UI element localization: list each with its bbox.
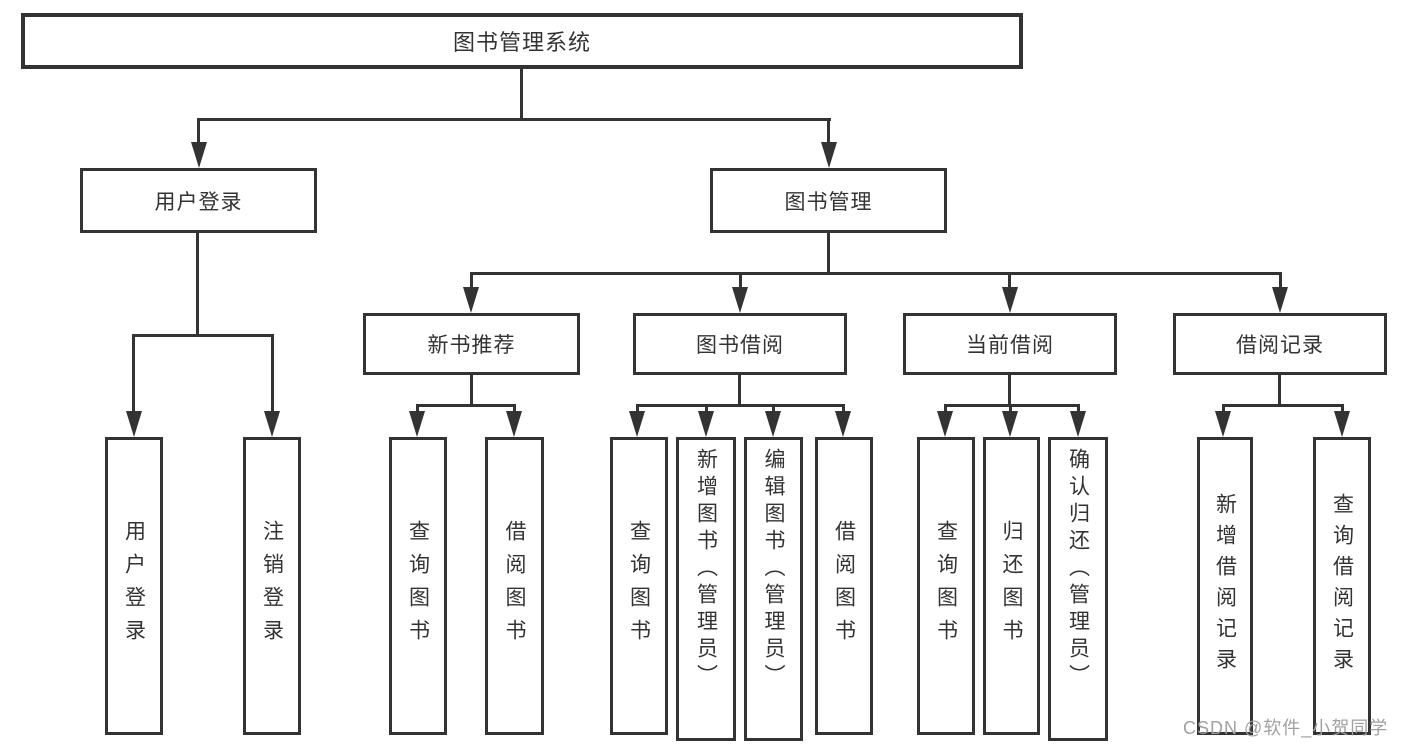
arrow-down-icon — [1002, 287, 1018, 313]
connector-root-vline — [520, 69, 523, 120]
arrow-down-icon — [264, 411, 280, 437]
connector-stem — [513, 404, 516, 416]
arrow-down-icon — [821, 142, 837, 168]
leaf-bb-edit-books-admin-label: 编辑图书（管理员） — [762, 448, 785, 691]
connector-stem — [132, 334, 135, 416]
node-book-management: 图书管理 — [710, 168, 947, 233]
arrow-down-icon — [506, 411, 522, 437]
leaf-logout-label: 注销登录 — [260, 520, 284, 652]
connector-userlogin-hline — [132, 334, 274, 337]
arrow-down-icon — [629, 411, 645, 437]
arrow-down-icon — [1002, 411, 1018, 437]
connector-stem — [827, 118, 830, 150]
connector-stem — [842, 404, 845, 416]
connector-stem — [739, 272, 742, 290]
connector-stem — [1077, 404, 1080, 416]
connector-stem — [1341, 404, 1344, 416]
node-user-login: 用户登录 — [80, 168, 317, 233]
connector-currentborrow-hline — [944, 404, 1080, 407]
node-new-book-recommendation: 新书推荐 — [363, 313, 580, 375]
connector-stem — [1008, 272, 1011, 290]
connector-bookborrow-hline — [636, 404, 845, 407]
leaf-nb-query-books: 查询图书 — [389, 437, 447, 735]
connector-stem — [470, 272, 473, 290]
leaf-user-login: 用户登录 — [105, 437, 163, 735]
arrow-down-icon — [191, 142, 207, 168]
node-new-book-recommendation-label: 新书推荐 — [427, 334, 516, 357]
node-root: 图书管理系统 — [21, 13, 1023, 69]
leaf-cb-query-books: 查询图书 — [917, 437, 975, 735]
connector-newbook-vline — [470, 374, 473, 407]
leaf-bb-edit-books-admin: 编辑图书（管理员） — [744, 437, 803, 741]
connector-stem — [944, 404, 947, 416]
leaf-bb-add-books-admin-label: 新增图书（管理员） — [694, 448, 718, 691]
leaf-user-login-label: 用户登录 — [122, 520, 146, 652]
arrow-down-icon — [126, 411, 142, 437]
connector-borrowrecords-vline — [1278, 375, 1281, 407]
node-current-borrowing: 当前借阅 — [903, 313, 1117, 375]
arrow-down-icon — [463, 287, 479, 313]
leaf-bb-query-books: 查询图书 — [610, 437, 668, 735]
connector-stem — [705, 404, 708, 416]
node-book-borrowing-label: 图书借阅 — [696, 334, 784, 357]
arrow-down-icon — [698, 411, 714, 437]
arrow-down-icon — [1334, 411, 1350, 437]
connector-userlogin-vline — [196, 231, 199, 337]
leaf-bb-borrow-books-label: 借阅图书 — [832, 520, 856, 652]
connector-stem — [1009, 404, 1012, 416]
arrow-down-icon — [1272, 287, 1288, 313]
connector-stem — [416, 404, 419, 416]
arrow-down-icon — [409, 411, 425, 437]
leaf-br-query-record-label: 查询借阅记录 — [1330, 493, 1354, 679]
connector-stem — [271, 334, 274, 416]
arrow-down-icon — [1070, 411, 1086, 437]
leaf-cb-return-books-label: 归还图书 — [1000, 520, 1023, 652]
connector-currentborrow-vline — [1008, 375, 1011, 407]
arrow-down-icon — [835, 411, 851, 437]
connector-stem — [1222, 404, 1225, 416]
connector-newbook-hline — [416, 404, 516, 407]
connector-bookborrow-vline — [738, 375, 741, 407]
leaf-br-add-record-label: 新增借阅记录 — [1213, 493, 1237, 679]
node-current-borrowing-label: 当前借阅 — [966, 334, 1054, 357]
node-book-management-label: 图书管理 — [784, 190, 873, 214]
connector-bookmgmt-vline — [827, 231, 830, 274]
leaf-nb-query-books-label: 查询图书 — [406, 520, 430, 652]
leaf-br-query-record: 查询借阅记录 — [1313, 437, 1371, 735]
arrow-down-icon — [937, 411, 953, 437]
node-user-login-label: 用户登录 — [154, 190, 243, 214]
leaf-bb-borrow-books: 借阅图书 — [815, 437, 873, 735]
connector-stem — [636, 404, 639, 416]
leaf-cb-confirm-return-admin-label: 确认归还（管理员） — [1066, 448, 1090, 691]
node-borrowing-records-label: 借阅记录 — [1236, 334, 1324, 357]
node-borrowing-records: 借阅记录 — [1173, 313, 1387, 375]
connector-borrowrecords-hline — [1222, 404, 1344, 407]
leaf-nb-borrow-books-label: 借阅图书 — [503, 520, 526, 652]
leaf-br-add-record: 新增借阅记录 — [1197, 437, 1253, 735]
connector-bookmgmt-hline — [470, 272, 1282, 275]
leaf-bb-query-books-label: 查询图书 — [627, 520, 651, 652]
leaf-bb-add-books-admin: 新增图书（管理员） — [676, 437, 736, 741]
connector-stem — [1279, 272, 1282, 290]
leaf-nb-borrow-books: 借阅图书 — [485, 437, 544, 735]
csdn-watermark: CSDN @软件_小贺同学 — [1183, 718, 1389, 738]
connector-root-hline — [197, 118, 831, 121]
leaf-logout: 注销登录 — [243, 437, 301, 735]
arrow-down-icon — [765, 411, 781, 437]
leaf-cb-return-books: 归还图书 — [983, 437, 1040, 735]
leaf-cb-query-books-label: 查询图书 — [934, 520, 958, 652]
connector-stem — [197, 118, 200, 150]
arrow-down-icon — [732, 287, 748, 313]
connector-stem — [772, 404, 775, 416]
arrow-down-icon — [1215, 411, 1231, 437]
node-root-label: 图书管理系统 — [452, 30, 591, 55]
leaf-cb-confirm-return-admin: 确认归还（管理员） — [1048, 437, 1108, 741]
node-book-borrowing: 图书借阅 — [633, 313, 847, 375]
